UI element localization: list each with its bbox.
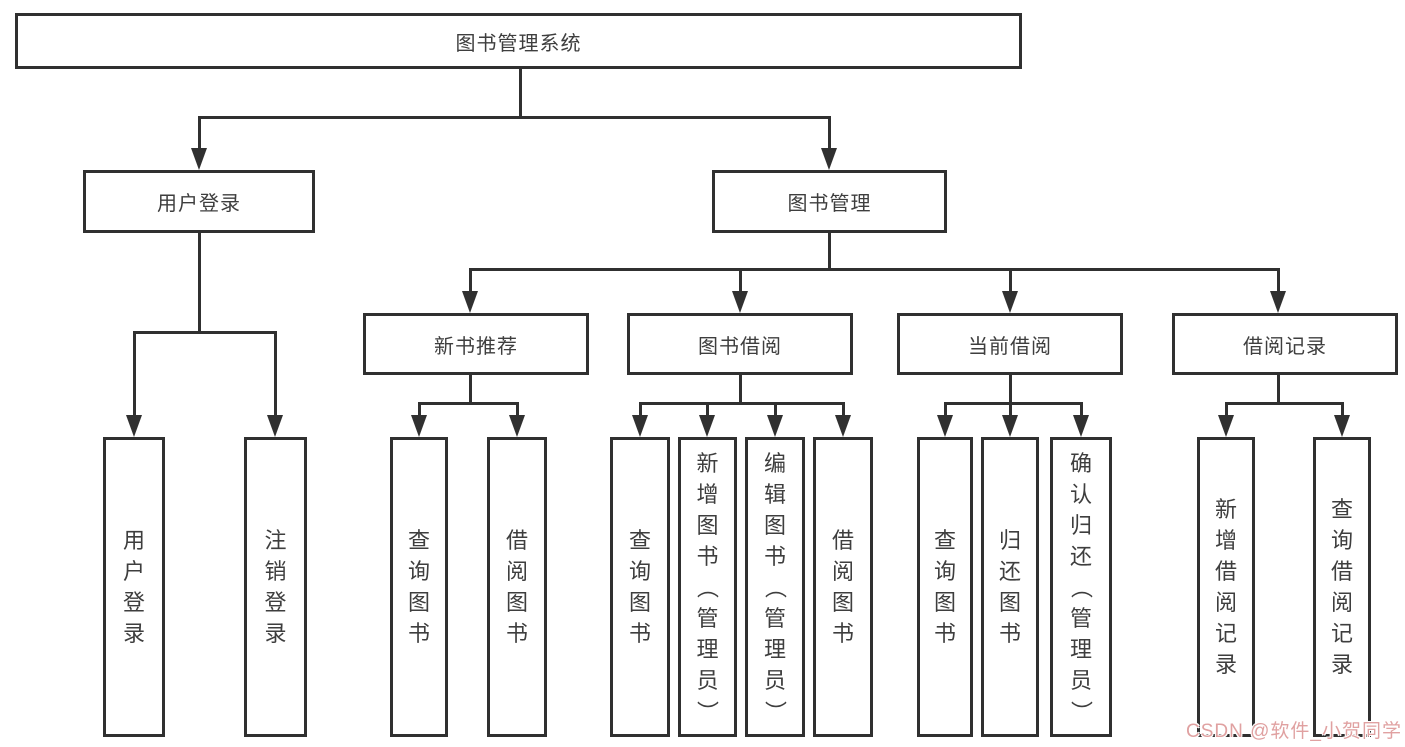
node-label: 新增图书（管理员） <box>694 450 720 723</box>
node-new-book-recommendation: 新书推荐 <box>363 313 589 375</box>
node-label: 查询图书 <box>933 528 956 646</box>
connector-line <box>418 402 421 418</box>
leaf-user-login: 用户登录 <box>103 437 165 737</box>
arrowhead-down-icon <box>699 415 715 437</box>
node-book-management: 图书管理 <box>712 170 947 233</box>
node-user-login: 用户登录 <box>83 170 315 233</box>
node-label: 查询借阅记录 <box>1330 497 1353 677</box>
arrowhead-down-icon <box>509 415 525 437</box>
connector-line <box>739 373 742 405</box>
connector-line <box>639 402 844 405</box>
leaf-add-borrow-record: 新增借阅记录 <box>1197 437 1255 737</box>
connector-line <box>1341 402 1344 418</box>
node-label: 归还图书 <box>998 528 1021 646</box>
connector-line <box>706 402 709 418</box>
node-book-borrowing: 图书借阅 <box>627 313 853 375</box>
connector-line <box>469 268 472 294</box>
node-label: 查询图书 <box>407 528 430 646</box>
node-label: 新书推荐 <box>434 335 518 358</box>
node-label: 图书借阅 <box>698 335 782 358</box>
node-label: 图书管理系统 <box>455 32 582 55</box>
leaf-query-books-current: 查询图书 <box>917 437 973 737</box>
node-label: 当前借阅 <box>968 335 1052 358</box>
node-label: 用户登录 <box>157 193 241 215</box>
connector-line <box>828 116 831 150</box>
connector-line <box>639 402 642 418</box>
leaf-borrow-books: 借阅图书 <box>813 437 873 737</box>
leaf-query-borrow-record: 查询借阅记录 <box>1313 437 1371 737</box>
connector-line <box>1009 373 1012 405</box>
connector-line <box>842 402 845 418</box>
connector-line <box>469 373 472 405</box>
connector-line <box>519 67 522 118</box>
leaf-query-books-recommend: 查询图书 <box>390 437 448 737</box>
leaf-query-books-borrow: 查询图书 <box>610 437 670 737</box>
connector-line <box>198 116 831 119</box>
arrowhead-down-icon <box>937 415 953 437</box>
leaf-borrow-books-recommend: 借阅图书 <box>487 437 547 737</box>
leaf-return-books: 归还图书 <box>981 437 1039 737</box>
leaf-confirm-return-admin: 确认归还（管理员） <box>1050 437 1112 737</box>
leaf-logout: 注销登录 <box>244 437 307 737</box>
node-root-system: 图书管理系统 <box>15 13 1022 69</box>
node-label: 借阅图书 <box>505 528 528 646</box>
connector-line <box>1225 402 1343 405</box>
arrowhead-down-icon <box>1334 415 1350 437</box>
connector-line <box>469 268 1280 271</box>
arrowhead-down-icon <box>1073 415 1089 437</box>
arrowhead-down-icon <box>191 148 207 170</box>
node-label: 查询图书 <box>628 528 651 646</box>
connector-line <box>1225 402 1228 418</box>
arrowhead-down-icon <box>126 415 142 437</box>
connector-line <box>1009 268 1012 294</box>
node-label: 用户登录 <box>122 528 145 646</box>
arrowhead-down-icon <box>732 291 748 313</box>
connector-line <box>1080 402 1083 418</box>
arrowhead-down-icon <box>411 415 427 437</box>
arrowhead-down-icon <box>767 415 783 437</box>
connector-line <box>1009 402 1012 418</box>
node-borrowing-records: 借阅记录 <box>1172 313 1398 375</box>
arrowhead-down-icon <box>632 415 648 437</box>
csdn-watermark: CSDN @软件_小贺同学 <box>1186 721 1402 742</box>
leaf-edit-books-admin: 编辑图书（管理员） <box>745 437 805 737</box>
node-label: 注销登录 <box>264 528 287 646</box>
node-label: 借阅记录 <box>1243 335 1327 358</box>
arrowhead-down-icon <box>1270 291 1286 313</box>
connector-line <box>198 231 201 333</box>
arrowhead-down-icon <box>821 148 837 170</box>
connector-line <box>418 402 518 405</box>
arrowhead-down-icon <box>462 291 478 313</box>
leaf-add-books-admin: 新增图书（管理员） <box>678 437 737 737</box>
arrowhead-down-icon <box>1002 291 1018 313</box>
arrowhead-down-icon <box>1002 415 1018 437</box>
connector-line <box>944 402 1082 405</box>
arrowhead-down-icon <box>835 415 851 437</box>
connector-line <box>828 231 831 270</box>
node-label: 确认归还（管理员） <box>1068 450 1094 723</box>
arrowhead-down-icon <box>1218 415 1234 437</box>
connector-line <box>944 402 947 418</box>
node-current-borrowing: 当前借阅 <box>897 313 1123 375</box>
connector-line <box>774 402 777 418</box>
connector-line <box>1277 268 1280 294</box>
connector-line <box>516 402 519 418</box>
node-label: 借阅图书 <box>831 528 854 646</box>
node-label: 编辑图书（管理员） <box>762 450 788 723</box>
connector-line <box>133 331 276 334</box>
connector-line <box>133 331 136 419</box>
arrowhead-down-icon <box>267 415 283 437</box>
connector-line <box>198 116 201 150</box>
connector-line <box>274 331 277 419</box>
connector-line <box>739 268 742 294</box>
node-label: 新增借阅记录 <box>1214 497 1237 677</box>
connector-line <box>1277 373 1280 405</box>
node-label: 图书管理 <box>787 193 872 215</box>
